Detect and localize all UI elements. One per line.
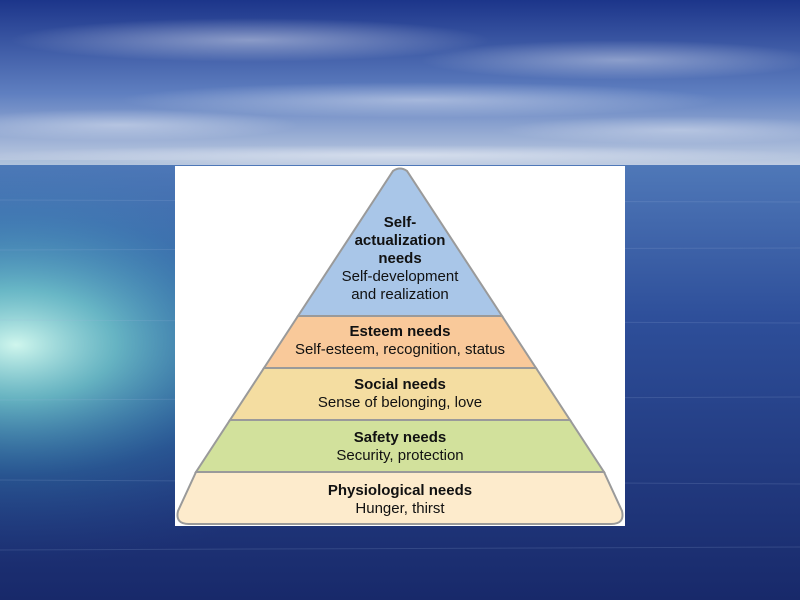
level-description: Security, protection [336,447,464,464]
level-title: Self- actualization needs [354,214,446,267]
pyramid-level-physiological [176,471,624,525]
self-actualization-label: Self- actualization needs Self-developme… [175,214,625,304]
needs-pyramid [176,167,624,525]
pyramid-level-self-actualization [296,167,504,317]
level-description: Self-development and realization [341,268,459,303]
safety-label: Safety needs Security, protection [175,429,625,465]
level-description: Self-esteem, recognition, status [294,341,506,358]
level-title: Physiological needs [327,482,473,499]
level-description: Hunger, thirst [355,500,445,517]
esteem-label: Esteem needs Self-esteem, recognition, s… [175,323,625,359]
level-description: Sense of belonging, love [317,394,483,411]
level-title: Esteem needs [349,323,451,340]
level-title: Safety needs [353,429,447,446]
level-title: Social needs [354,376,446,393]
diagram-panel: Self- actualization needs Self-developme… [175,166,625,526]
physiological-label: Physiological needs Hunger, thirst [175,482,625,518]
social-label: Social needs Sense of belonging, love [175,376,625,412]
